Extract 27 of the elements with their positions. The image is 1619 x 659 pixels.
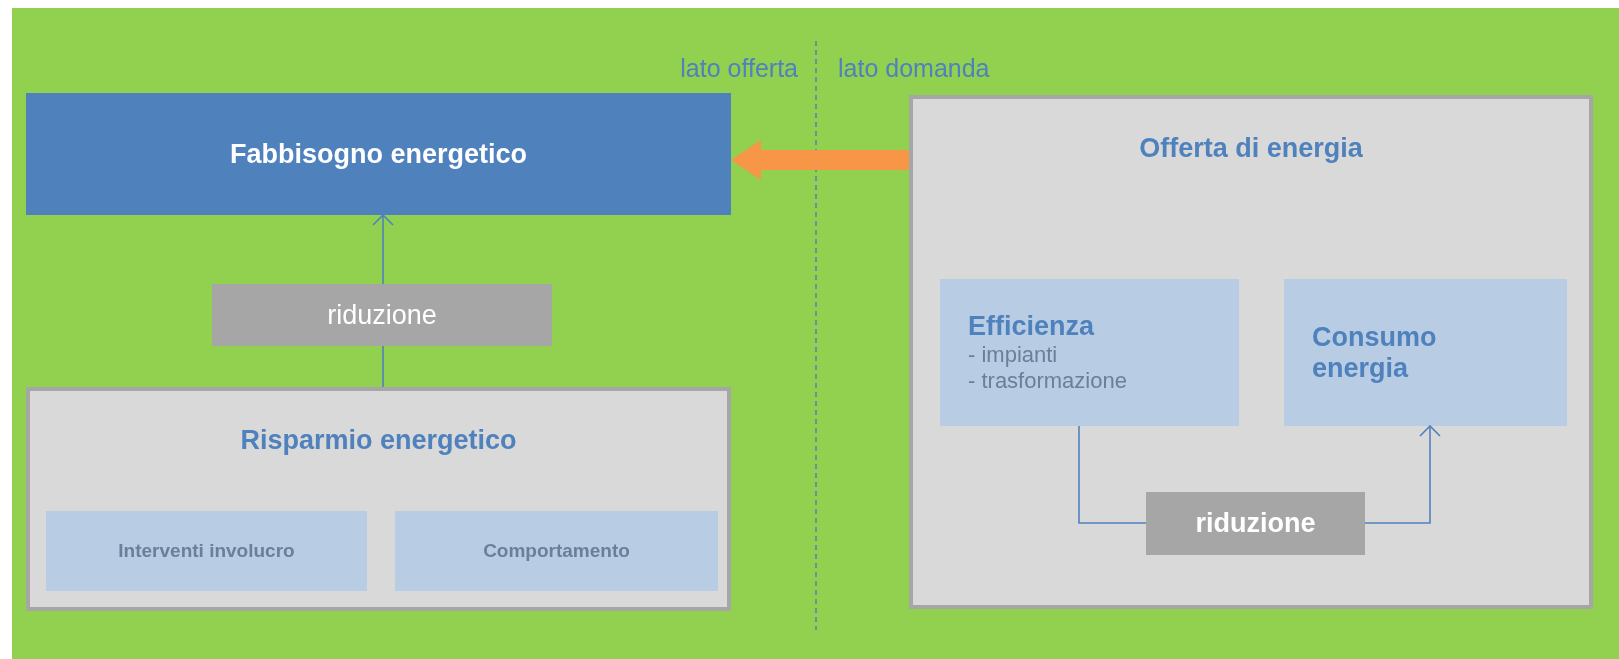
node-text: Interventi involucro bbox=[118, 540, 295, 562]
arrow bbox=[731, 140, 909, 180]
process-box bbox=[212, 284, 552, 346]
node-text: Efficienza bbox=[968, 310, 1095, 342]
node-text: - impianti bbox=[968, 341, 1058, 368]
connector-line bbox=[382, 345, 384, 388]
node-text: Risparmio energetico bbox=[240, 425, 517, 456]
node-text: Offerta di energia bbox=[1139, 133, 1363, 164]
item-box bbox=[940, 279, 1239, 426]
item-box bbox=[395, 511, 718, 591]
item-box bbox=[46, 511, 367, 591]
node-text: Consumo energia bbox=[1312, 321, 1438, 384]
arrow bbox=[372, 214, 394, 285]
node-text: riduzione bbox=[1195, 508, 1316, 539]
arrow bbox=[1364, 425, 1441, 524]
connector-line bbox=[1078, 425, 1147, 524]
group-panel bbox=[26, 387, 731, 611]
group-panel bbox=[909, 95, 1593, 609]
side-label: lato offerta bbox=[680, 54, 798, 83]
node-text: - trasformazione bbox=[968, 368, 1127, 395]
side-label: lato domanda bbox=[838, 54, 990, 83]
node-text: Fabbisogno energetico bbox=[230, 138, 527, 170]
title-box bbox=[26, 93, 731, 215]
item-box bbox=[1284, 279, 1567, 426]
node-text: riduzione bbox=[327, 299, 437, 331]
node-text: Comportamento bbox=[483, 540, 630, 562]
process-box bbox=[1146, 492, 1365, 555]
